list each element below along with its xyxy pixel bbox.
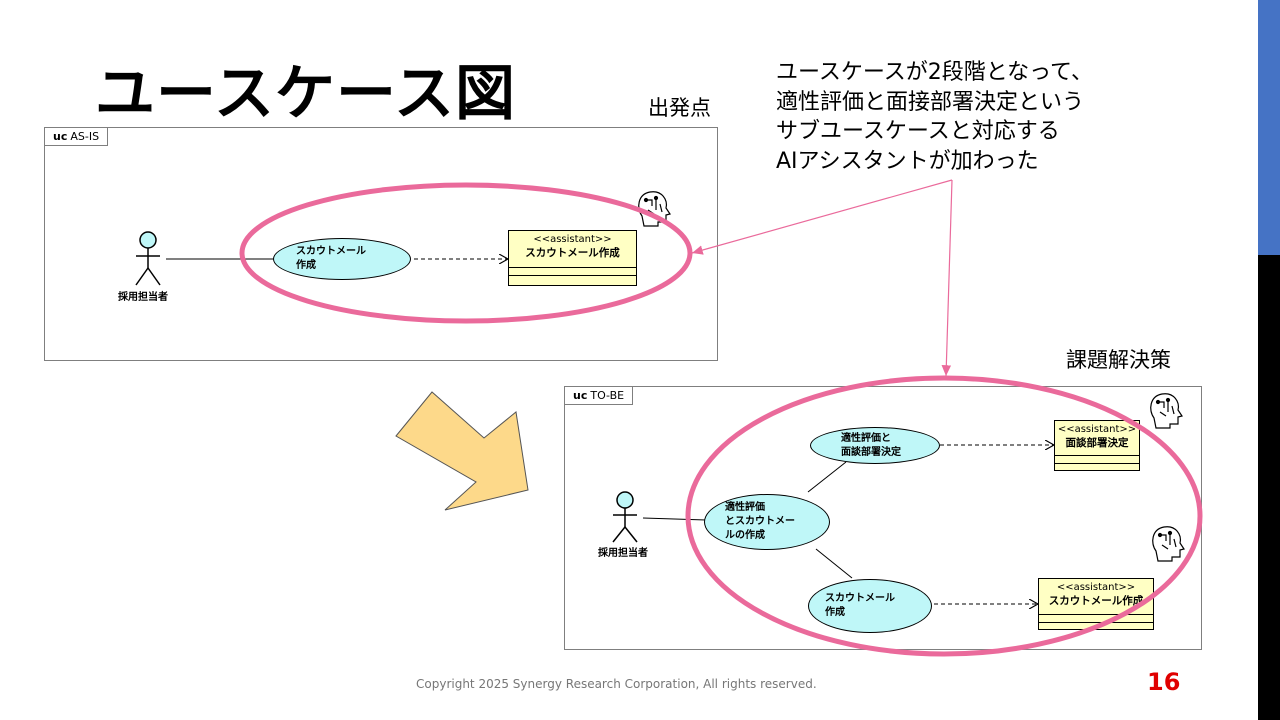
- ai-head-icon: [638, 191, 671, 227]
- callout-line: 適性評価と面接部署決定という: [776, 89, 1085, 115]
- usecase-scout-mail: スカウトメール 作成: [273, 238, 411, 280]
- frame-name: AS-IS: [70, 130, 100, 143]
- page-number: 16: [1147, 668, 1181, 696]
- assistant-class-department: <<assistant>> 面談部署決定: [1054, 420, 1140, 471]
- usecase-scout-mail-2: スカウトメール 作成: [808, 579, 932, 633]
- actor-label: 採用担当者: [118, 292, 168, 303]
- class-compartment-line: [1055, 455, 1139, 456]
- assistant-name: 面談部署決定: [1065, 437, 1129, 449]
- ai-head-icon: [1150, 393, 1183, 429]
- stick-figure-icon: [135, 231, 161, 286]
- include-line: [815, 548, 853, 579]
- callout-line: サブユースケースと対応する: [776, 119, 1060, 144]
- usecase-line: 作成: [296, 260, 316, 271]
- assistant-name: スカウトメール作成: [525, 247, 620, 259]
- class-compartment-line: [509, 267, 636, 268]
- assistant-class-scout-mail: <<assistant>> スカウトメール作成: [508, 230, 637, 286]
- edge-accent-blue: [1258, 0, 1280, 255]
- usecase-line: 作成: [825, 607, 845, 618]
- usecase-aptitude: 適性評価と 面談部署決定: [810, 427, 940, 464]
- frame-keyword: uc: [573, 389, 588, 402]
- include-line: [807, 461, 847, 493]
- usecase-main: 適性評価 とスカウトメー ルの作成: [704, 494, 830, 550]
- stereotype-label: <<assistant>>: [533, 234, 612, 245]
- slide-title: ユースケース図: [95, 59, 516, 129]
- assistant-class-scout-mail-2: <<assistant>> スカウトメール作成: [1038, 578, 1154, 630]
- edge-accent-black: [1258, 255, 1280, 720]
- usecase-line: スカウトメール: [825, 593, 895, 604]
- usecase-line: スカウトメール: [296, 246, 366, 257]
- big-arrow-icon: [395, 391, 529, 511]
- callout-line: ユースケースが2段階となって、: [776, 60, 1093, 85]
- ai-head-icon: [1152, 526, 1185, 562]
- callout-text: ユースケースが2段階となって、 適性評価と面接部署決定という サブユースケースと…: [776, 58, 1093, 176]
- usecase-line: 面談部署決定: [841, 446, 901, 458]
- association-line: [642, 517, 707, 521]
- class-compartment-line: [1039, 622, 1153, 623]
- assistant-name: スカウトメール作成: [1048, 595, 1144, 607]
- frame-keyword: uc: [53, 130, 68, 143]
- stereotype-label: <<assistant>>: [1057, 424, 1137, 435]
- class-compartment-line: [1039, 614, 1153, 615]
- label-solution: 課題解決策: [1066, 348, 1171, 372]
- class-compartment-line: [509, 275, 636, 276]
- usecase-line: 適性評価: [725, 502, 765, 513]
- copyright-footer: Copyright 2025 Synergy Research Corporat…: [416, 677, 817, 691]
- frame-name: TO-BE: [590, 389, 625, 402]
- usecase-line: ルの作成: [725, 530, 765, 541]
- usecase-line: 適性評価と: [841, 432, 891, 444]
- actor-label: 採用担当者: [598, 548, 648, 559]
- stereotype-label: <<assistant>>: [1056, 582, 1136, 593]
- callout-line: AIアシスタントが加わった: [776, 148, 1039, 174]
- stick-figure-icon: [612, 491, 638, 543]
- class-compartment-line: [1055, 463, 1139, 464]
- usecase-line: とスカウトメー: [725, 516, 795, 527]
- label-start: 出発点: [648, 96, 711, 120]
